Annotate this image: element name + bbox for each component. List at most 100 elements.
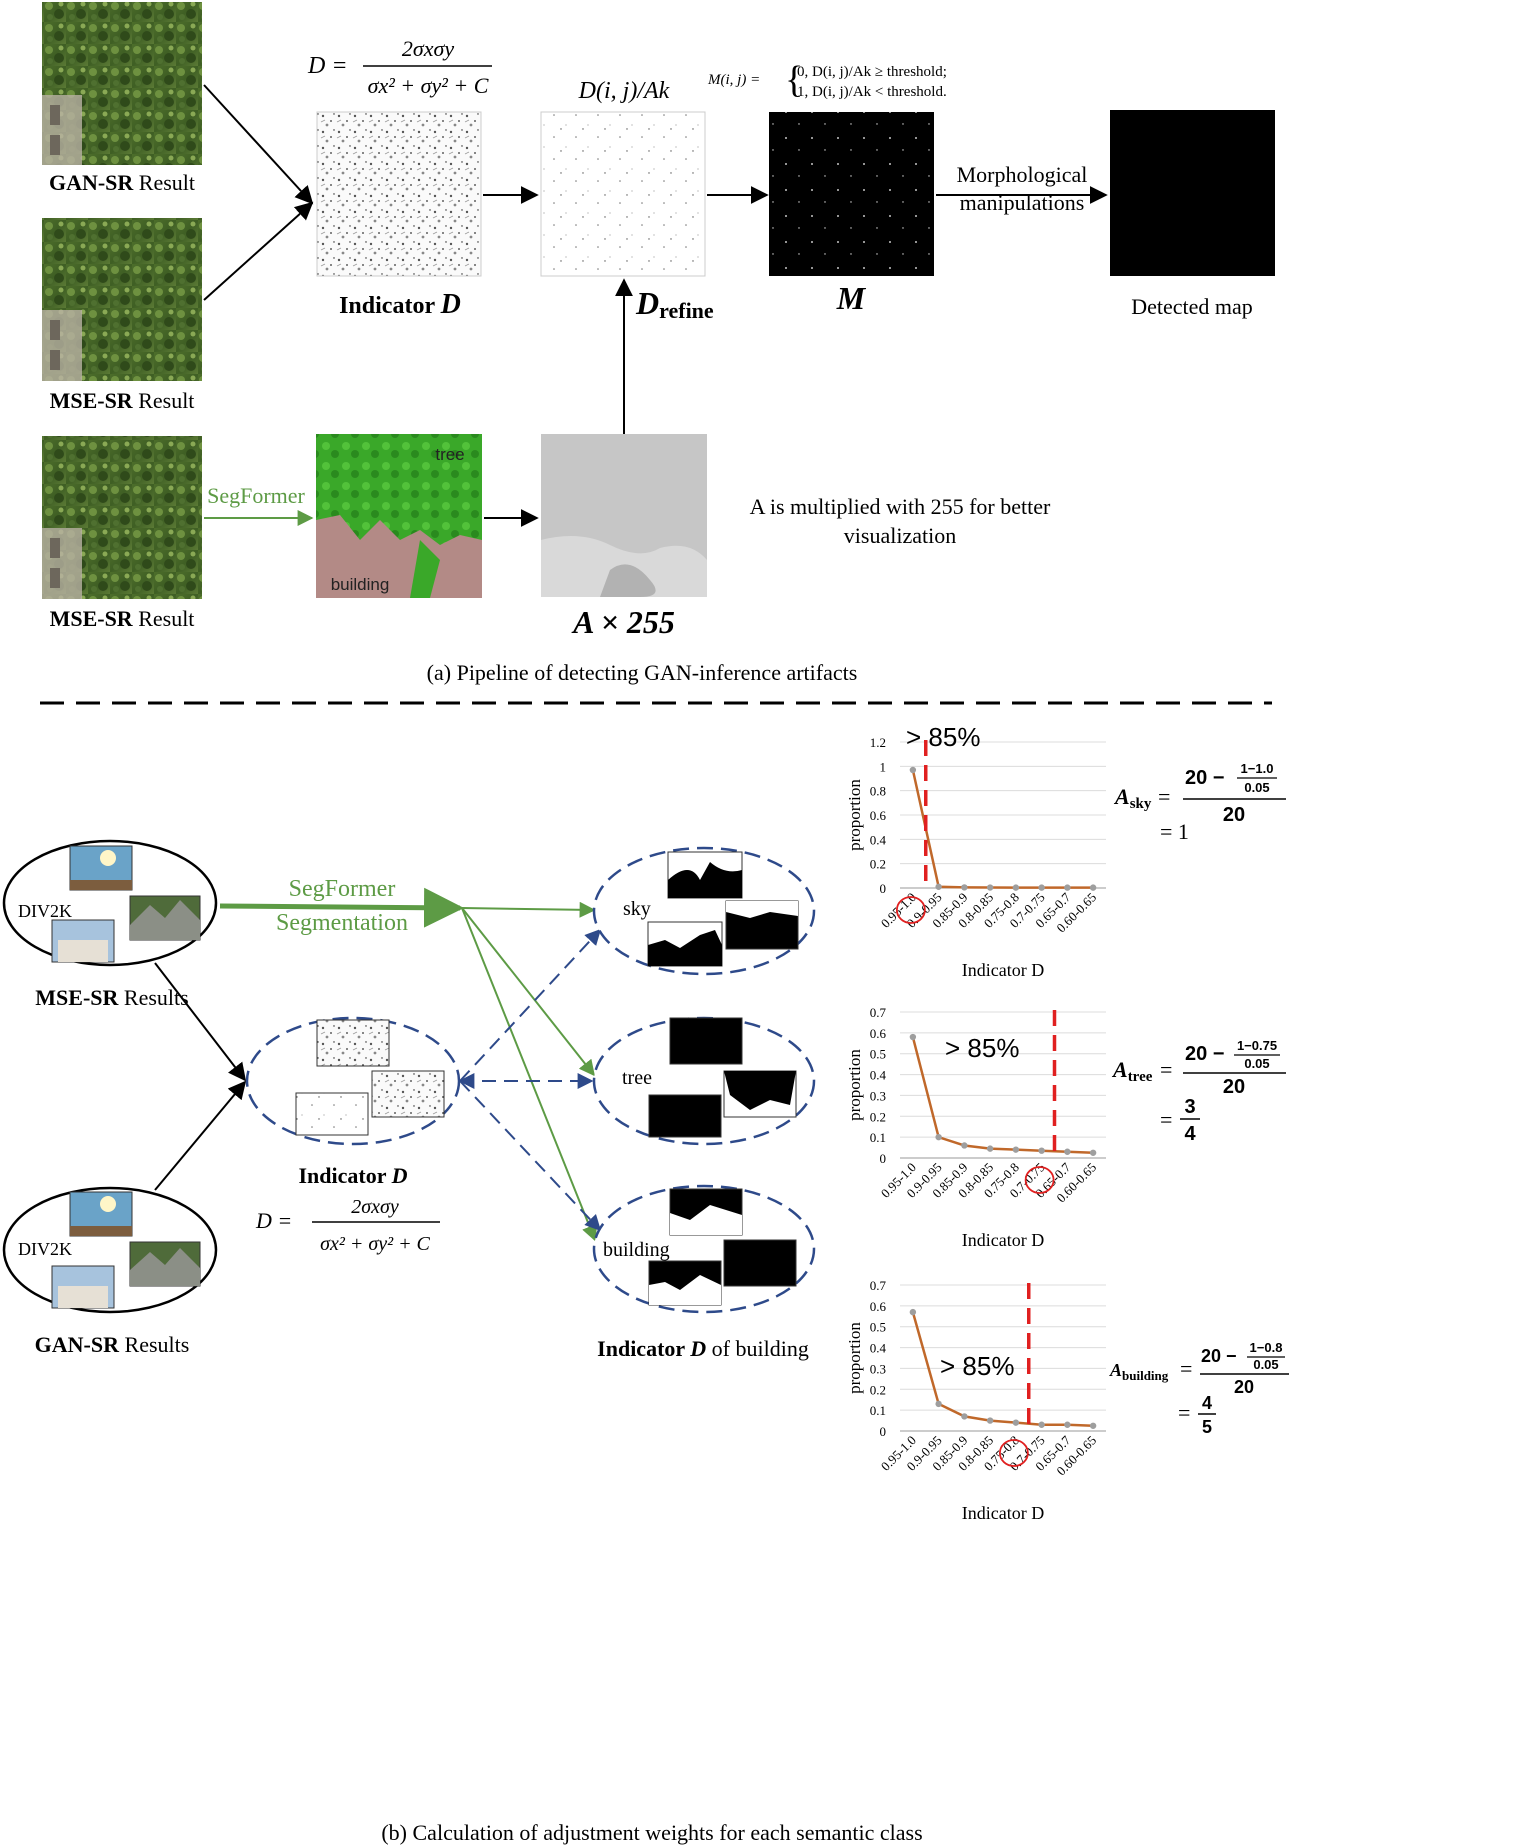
svg-text:20 −: 20 − (1185, 767, 1224, 789)
building-caption: Indicator D of building (597, 1336, 809, 1361)
svg-text:σx² + σy² + C: σx² + σy² + C (368, 73, 489, 98)
y-tick-label: 0.2 (870, 1109, 886, 1124)
data-point (986, 1417, 994, 1424)
svg-text:2σxσy: 2σxσy (351, 1196, 399, 1218)
svg-text:M(i, j) =: M(i, j) = (707, 72, 760, 88)
weight-formula-building: Abuilding = 20 − 1−0.8 0.05 20 = 4 5 (1109, 1340, 1289, 1437)
y-tick-label: 0 (880, 1151, 887, 1166)
formula-d: D = 2σxσy σx² + σy² + C (307, 36, 492, 98)
svg-text:{: { (785, 59, 803, 101)
svg-text:20: 20 (1223, 1076, 1245, 1098)
svg-text:D =: D = (307, 53, 348, 79)
indicator-thumb-1 (316, 1019, 390, 1067)
input-label-mse-sr: MSE-SR Result (50, 388, 195, 413)
svg-text:Atree: Atree (1111, 1057, 1153, 1085)
m-label: M (836, 280, 867, 316)
svg-text:=: = (1178, 1400, 1190, 1425)
y-tick-label: 0.2 (870, 1382, 886, 1397)
div2k-label-gan: DIV2K (18, 1239, 72, 1259)
data-point (1089, 884, 1097, 891)
svg-text:4: 4 (1202, 1393, 1212, 1413)
threshold-annotation: > 85% (945, 1033, 1019, 1063)
tree-mask-3 (648, 1094, 722, 1138)
data-point (1038, 1147, 1045, 1154)
series-line (911, 1311, 1094, 1428)
y-tick-label: 0.2 (870, 857, 886, 872)
y-tick-label: 0.6 (870, 1026, 887, 1041)
arrow-seg-to-sky (461, 901, 596, 918)
y-tick-label: 0.5 (870, 1320, 886, 1335)
chart-0: 00.20.40.60.811.20.95-1.00.9-0.950.85-0.… (845, 722, 1106, 980)
input-image-gan-sr (42, 2, 202, 165)
segformer-label-a: SegFormer (207, 483, 305, 508)
data-point (935, 1133, 942, 1141)
weight-formula-tree: Atree = 20 − 1−0.75 0.05 20 = 3 4 (1111, 1038, 1286, 1145)
svg-text:0.05: 0.05 (1253, 1357, 1278, 1372)
svg-text:20 −: 20 − (1201, 1346, 1237, 1366)
x-axis-label: Indicator D (962, 1230, 1044, 1250)
building-mask-2 (723, 1239, 797, 1287)
input-label-gan-sr: GAN-SR Result (49, 170, 195, 195)
formula-d-b: D = 2σxσy σx² + σy² + C (255, 1196, 440, 1255)
chart-2: 00.10.20.30.40.50.60.70.95-1.00.9-0.950.… (845, 1278, 1106, 1523)
arrow-seg-to-building (461, 907, 598, 1242)
data-point (935, 1400, 942, 1408)
chart-1: 00.10.20.30.40.50.60.70.95-1.00.9-0.950.… (845, 1005, 1106, 1250)
y-tick-label: 0 (880, 1424, 887, 1439)
formula-m: M(i, j) = { 0, D(i, j)/Ak ≥ threshold; 1… (707, 59, 947, 101)
segmentation-image: tree building (316, 434, 482, 598)
d-over-a-image (540, 111, 706, 277)
div2k-label-mse: DIV2K (18, 901, 72, 921)
class-label-sky: sky (623, 898, 651, 920)
data-point (935, 883, 942, 890)
indicator-thumb-3 (295, 1092, 369, 1136)
svg-text:0, D(i, j)/Ak ≥ threshold;: 0, D(i, j)/Ak ≥ threshold; (797, 64, 947, 80)
indicator-label-b: Indicator D (299, 1163, 408, 1188)
y-tick-label: 0.3 (870, 1361, 886, 1376)
indicator-d-image (316, 111, 482, 277)
input-image-mse-sr-2 (42, 436, 202, 599)
y-tick-label: 0.6 (870, 808, 887, 823)
indicator-d-label: Indicator D (339, 289, 461, 320)
svg-text:= 1: = 1 (1160, 819, 1189, 844)
detected-map-label: Detected map (1131, 294, 1253, 319)
data-point (986, 884, 994, 891)
circled-category-marker (895, 896, 926, 924)
svg-text:0.05: 0.05 (1244, 780, 1269, 795)
data-point (1012, 1419, 1020, 1426)
x-axis-label: Indicator D (962, 960, 1044, 980)
svg-text:3: 3 (1184, 1096, 1195, 1118)
arrow-gan-to-indicator (203, 84, 314, 205)
data-point (1064, 1148, 1071, 1155)
svg-text:tree: tree (435, 445, 464, 464)
class-label-building: building (603, 1239, 670, 1261)
y-axis-label: proportion (845, 1322, 864, 1394)
caption-a: (a) Pipeline of detecting GAN-inference … (427, 660, 858, 685)
y-tick-label: 0.5 (870, 1047, 886, 1062)
arrow-ind-to-sky (459, 928, 602, 1082)
svg-text:Abuilding: Abuilding (1109, 1360, 1169, 1383)
a-note-2: visualization (844, 523, 956, 548)
y-tick-label: 0.8 (870, 784, 886, 799)
input-image-mse-sr (42, 218, 202, 381)
svg-text:D =: D = (255, 1208, 292, 1233)
y-tick-label: 0.1 (870, 1130, 886, 1145)
data-point (961, 884, 968, 891)
svg-text:20: 20 (1234, 1377, 1254, 1397)
x-axis-label: Indicator D (962, 1503, 1044, 1523)
threshold-annotation: > 85% (940, 1351, 1014, 1381)
y-tick-label: 0.7 (870, 1278, 887, 1293)
svg-text:5: 5 (1202, 1417, 1212, 1437)
a-note-1: A is multiplied with 255 for better (750, 494, 1051, 519)
y-tick-label: 0.3 (870, 1088, 886, 1103)
data-point (909, 766, 917, 774)
gan-results-label: GAN-SR Results (35, 1332, 190, 1357)
weights-section: DIV2K MSE-SR Results DIV2K GAN-SR Result… (2, 722, 1289, 1845)
svg-text:2σxσy: 2σxσy (402, 36, 454, 61)
segformer-label-b2: Segmentation (276, 910, 408, 936)
data-point (1064, 1421, 1071, 1428)
data-point (1089, 1422, 1097, 1429)
tree-mask-1 (669, 1017, 743, 1065)
data-point (909, 1308, 917, 1316)
data-point (961, 1142, 968, 1149)
